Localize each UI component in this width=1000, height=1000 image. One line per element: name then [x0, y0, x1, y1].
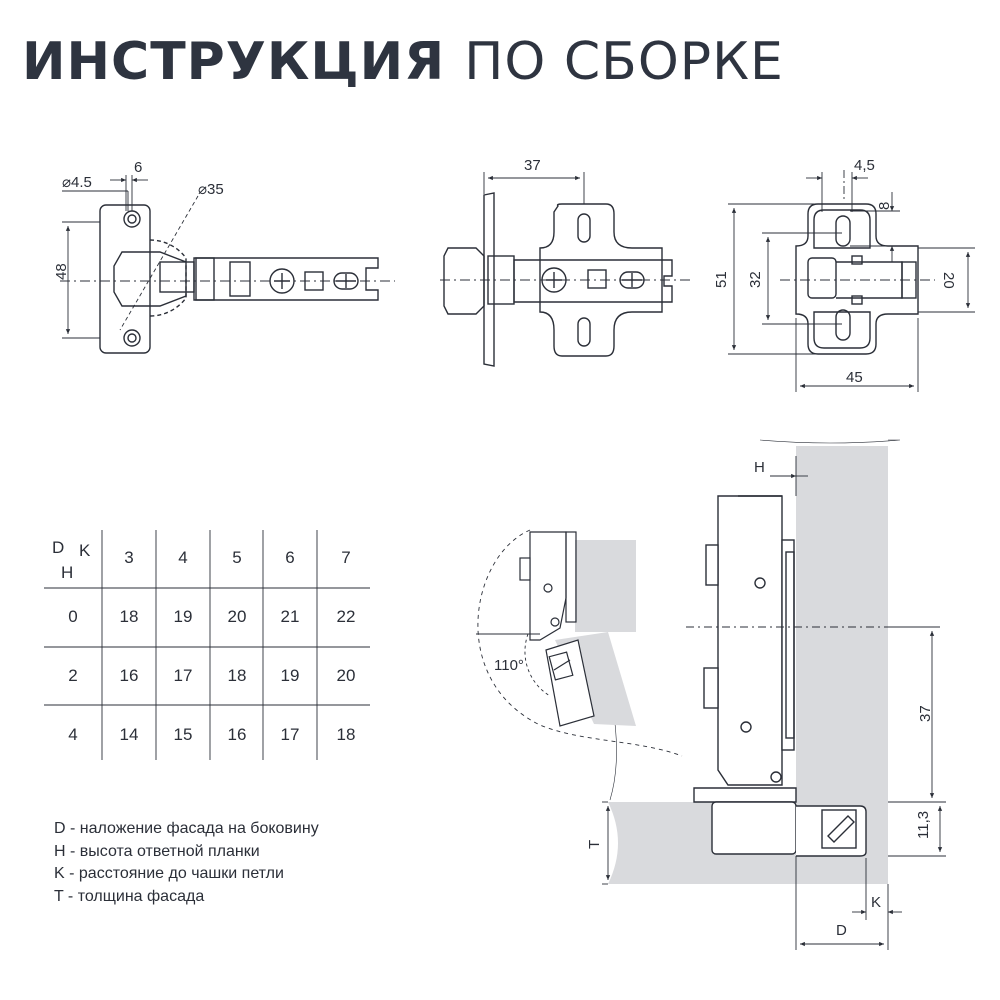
dim-cup-depth: 11,3	[915, 811, 932, 839]
mounting-plate-view-dims	[728, 170, 975, 392]
dim-plate-51: 51	[713, 271, 730, 288]
legend-item-d: D - наложение фасада на боковину	[54, 820, 319, 837]
dim-hole-diameter: ⌀4.5	[62, 174, 92, 191]
dim-offset-6: 6	[134, 159, 142, 176]
hinge-top-view	[99, 204, 379, 354]
table-cell: 18	[120, 607, 139, 626]
dim-plate-32: 32	[747, 271, 764, 288]
table-cell: 20	[337, 666, 356, 685]
dim-gap-8: 8	[876, 202, 893, 210]
table-col-header: 4	[178, 548, 187, 567]
table-cell: 22	[337, 607, 356, 626]
table-row-h: 4	[68, 725, 77, 744]
mounting-plate-view	[795, 203, 919, 355]
opening-angle-detail	[476, 529, 683, 757]
table-cell: 16	[120, 666, 139, 685]
table-corner-d: D	[52, 538, 64, 557]
dim-label-h: H	[754, 459, 765, 476]
legend: D - наложение фасада на боковину H - выс…	[54, 818, 319, 908]
table-col-header: 7	[341, 548, 350, 567]
overlay-table	[44, 530, 370, 760]
dim-length-37: 37	[524, 157, 541, 174]
hinge-plate-view-dims	[440, 172, 690, 281]
title-light: ПО СБОРКЕ	[464, 32, 784, 92]
table-cell: 19	[281, 666, 300, 685]
installation-section-view	[602, 439, 946, 950]
dim-height-48: 48	[53, 263, 70, 280]
legend-item-k: K - расстояние до чашки петли	[54, 865, 284, 882]
dim-label-t: T	[586, 840, 603, 849]
hinge-plate-view	[443, 192, 673, 367]
dim-angle-110: 110°	[494, 657, 524, 674]
table-col-header: 5	[232, 548, 241, 567]
legend-item-h: H - высота ответной планки	[54, 842, 260, 860]
table-header-row: 3 4 5 6 7	[124, 548, 350, 567]
dim-label-k: K	[871, 894, 881, 911]
table-row-h: 0	[68, 607, 77, 626]
page-title: ИНСТРУКЦИЯ ПО СБОРКЕ	[22, 32, 784, 92]
table-cell: 19	[174, 607, 193, 626]
table-corner-h: H	[61, 563, 73, 582]
table-cell: 14	[120, 725, 139, 744]
table-row: 2 16 17 18 19 20	[68, 666, 355, 685]
table-cell: 17	[174, 666, 193, 685]
dim-plate-20: 20	[940, 272, 957, 289]
table-cell: 18	[228, 666, 247, 685]
hinge-top-view-dims	[60, 175, 395, 339]
title-bold: ИНСТРУКЦИЯ	[22, 32, 446, 92]
table-cell: 17	[281, 725, 300, 744]
table-row-h: 2	[68, 666, 77, 685]
dim-label-d: D	[836, 922, 847, 939]
dim-width-4-5: 4,5	[854, 157, 875, 174]
table-col-header: 6	[285, 548, 294, 567]
table-corner-k: K	[79, 541, 91, 560]
table-cell: 18	[337, 725, 356, 744]
dim-plate-45: 45	[846, 369, 863, 386]
dim-cup-diameter: ⌀35	[198, 181, 224, 198]
table-cell: 20	[228, 607, 247, 626]
table-row: 4 14 15 16 17 18	[68, 725, 355, 744]
table-cell: 21	[281, 607, 300, 626]
table-cell: 15	[174, 725, 193, 744]
legend-item-t: T - толщина фасада	[54, 887, 205, 905]
table-cell: 16	[228, 725, 247, 744]
table-row: 0 18 19 20 21 22	[68, 607, 355, 626]
table-col-header: 3	[124, 548, 133, 567]
dim-mount-37: 37	[917, 705, 934, 722]
